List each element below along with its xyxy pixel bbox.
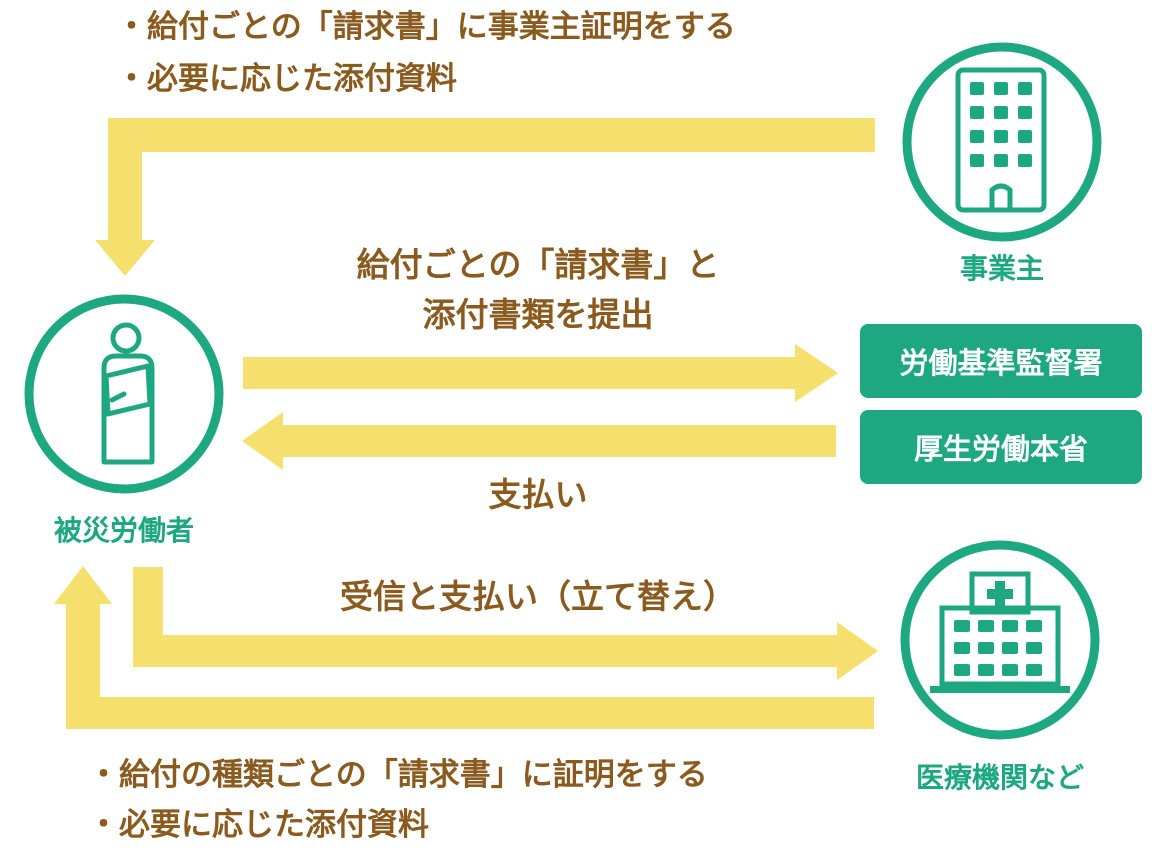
labor-standards-office-box: 労働基準監督署 xyxy=(860,324,1142,398)
submit-label-line1: 給付ごとの「請求書」と xyxy=(356,245,720,284)
reimbursement-label: 受信と支払い（立て替え） xyxy=(340,577,736,616)
arrow-worker-to-hospital xyxy=(133,567,878,680)
employer-icon-group xyxy=(902,42,1102,242)
labor-standards-office-label: 労働基準監督署 xyxy=(899,346,1103,380)
ministry-box: 厚生労働本省 xyxy=(860,410,1142,484)
payment-label: 支払い xyxy=(488,475,588,514)
submit-label-line2: 添付書類を提出 xyxy=(422,295,654,334)
arrow-employer-to-worker xyxy=(95,118,875,276)
building-icon xyxy=(955,67,1047,213)
arrow-payment-to-worker xyxy=(242,412,836,470)
worker-icon-group xyxy=(24,294,224,494)
ministry-label: 厚生労働本省 xyxy=(913,432,1088,466)
arrow-hospital-to-worker xyxy=(54,566,874,729)
hospital-icon xyxy=(930,571,1070,693)
worker-label: 被災労働者 xyxy=(53,514,194,547)
employer-note-line2: ・必要に応じた添付資料 xyxy=(116,61,457,97)
employer-label: 事業主 xyxy=(959,252,1044,285)
hospital-note-line2: ・必要に応じた添付資料 xyxy=(88,807,429,843)
hospital-label: 医療機関など xyxy=(915,761,1084,794)
hospital-icon-group xyxy=(900,540,1100,740)
arrow-submit-to-office xyxy=(243,344,838,402)
hospital-note-line1: ・給付の種類ごとの「請求書」に証明をする xyxy=(88,757,708,793)
injured-worker-icon xyxy=(101,322,155,465)
employer-note-line1: ・給付ごとの「請求書」に事業主証明をする xyxy=(116,9,736,45)
